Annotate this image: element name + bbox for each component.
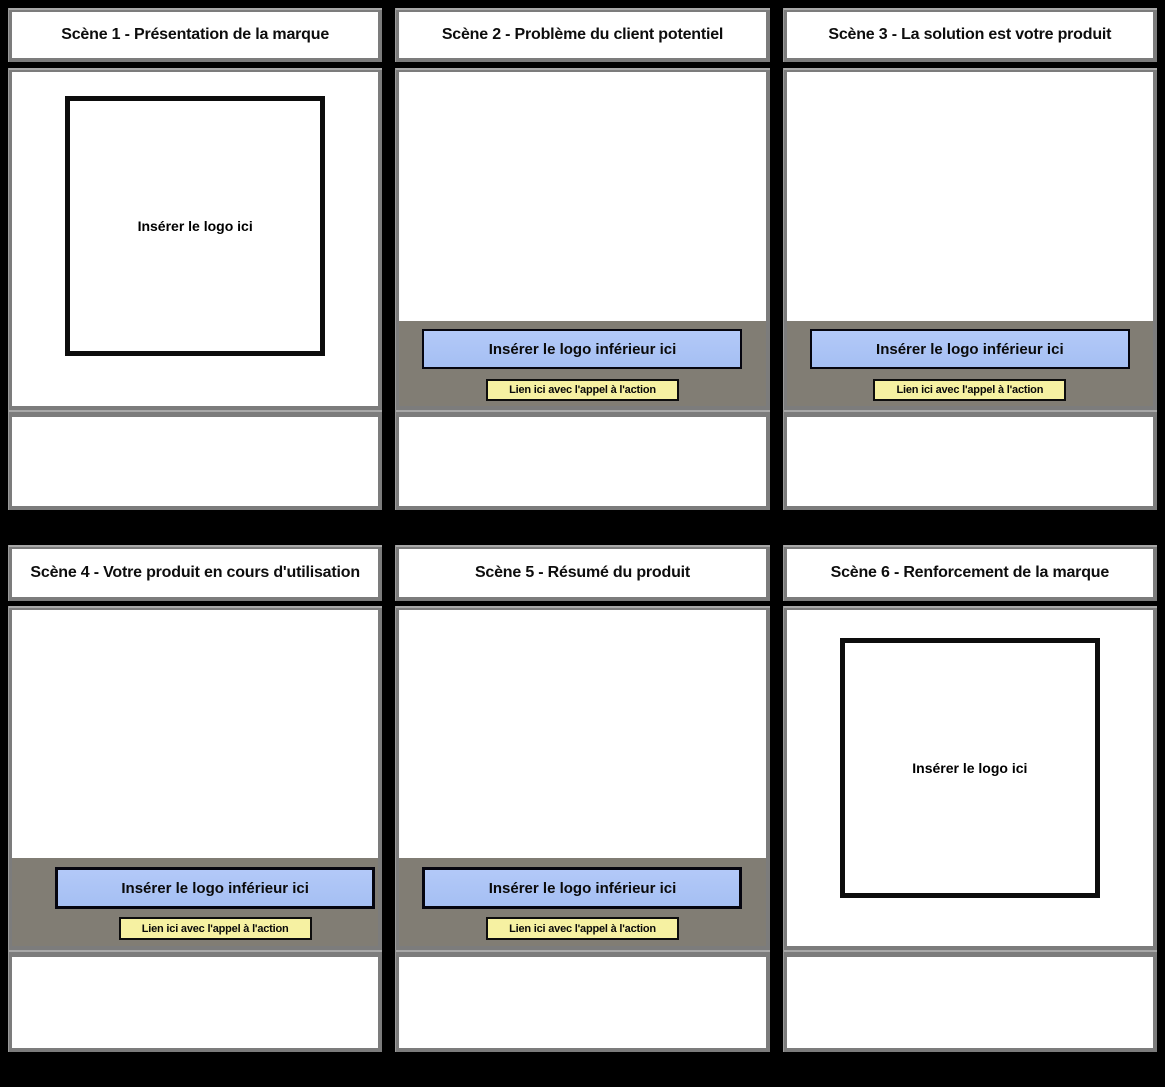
scene-3-panel: Scène 3 - La solution est votre produit … <box>782 8 1157 510</box>
scene-3-insert-lower-logo-button[interactable]: Insérer le logo inférieur ici <box>809 329 1130 369</box>
scene-5-description-text[interactable] <box>399 957 766 1048</box>
scene-5-description-box[interactable] <box>395 950 770 1052</box>
scene-5-canvas[interactable] <box>399 610 766 858</box>
scene-1-title-bar[interactable]: Scène 1 - Présentation de la marque <box>8 8 383 62</box>
scene-6-cell[interactable]: Insérer le logo ici <box>782 606 1157 950</box>
scene-4-footer-bar: Insérer le logo inférieur ici Lien ici a… <box>12 858 379 946</box>
scene-1-canvas[interactable]: Insérer le logo ici <box>12 72 379 406</box>
scene-4-description-text[interactable] <box>12 957 379 1048</box>
scene-6-title: Scène 6 - Renforcement de la marque <box>830 564 1110 581</box>
scene-4-description-box[interactable] <box>8 950 383 1052</box>
scene-4-cta-link-button[interactable]: Lien ici avec l'appel à l'action <box>118 917 312 940</box>
scene-6-title-bar[interactable]: Scène 6 - Renforcement de la marque <box>782 545 1157 601</box>
scene-3-cta-link-button[interactable]: Lien ici avec l'appel à l'action <box>873 379 1067 401</box>
scene-5-panel: Scène 5 - Résumé du produit Insérer le l… <box>395 545 770 1052</box>
scene-4-canvas[interactable] <box>12 610 379 858</box>
scene-1-description-box[interactable] <box>8 410 383 510</box>
scene-2-insert-lower-logo-button[interactable]: Insérer le logo inférieur ici <box>422 329 743 369</box>
scene-3-footer-bar: Insérer le logo inférieur ici Lien ici a… <box>786 321 1153 406</box>
scene-1-logo-placeholder-label: Insérer le logo ici <box>137 218 253 234</box>
scene-2-panel: Scène 2 - Problème du client potentiel I… <box>395 8 770 510</box>
scene-3-description-box[interactable] <box>782 410 1157 510</box>
scene-4-title-bar[interactable]: Scène 4 - Votre produit en cours d'utili… <box>8 545 383 601</box>
scene-5-cell[interactable]: Insérer le logo inférieur ici Lien ici a… <box>395 606 770 950</box>
scene-1-title: Scène 1 - Présentation de la marque <box>61 26 330 43</box>
scene-5-insert-lower-logo-button[interactable]: Insérer le logo inférieur ici <box>422 867 743 909</box>
scene-1-logo-placeholder-box[interactable]: Insérer le logo ici <box>65 96 326 356</box>
scene-2-description-box[interactable] <box>395 410 770 510</box>
scene-1-panel: Scène 1 - Présentation de la marque Insé… <box>8 8 383 510</box>
scene-3-canvas[interactable] <box>786 72 1153 321</box>
scene-6-canvas[interactable]: Insérer le logo ici <box>786 610 1153 946</box>
scene-2-title-bar[interactable]: Scène 2 - Problème du client potentiel <box>395 8 770 62</box>
scene-4-panel: Scène 4 - Votre produit en cours d'utili… <box>8 545 383 1052</box>
scene-2-description-text[interactable] <box>399 417 766 506</box>
scene-5-title: Scène 5 - Résumé du produit <box>474 564 691 581</box>
scene-2-cta-link-button[interactable]: Lien ici avec l'appel à l'action <box>485 379 679 401</box>
scene-5-title-bar[interactable]: Scène 5 - Résumé du produit <box>395 545 770 601</box>
scene-4-insert-lower-logo-button[interactable]: Insérer le logo inférieur ici <box>55 867 376 909</box>
scene-3-title: Scène 3 - La solution est votre produit <box>828 26 1112 43</box>
scene-5-cta-link-button[interactable]: Lien ici avec l'appel à l'action <box>485 917 679 940</box>
scene-6-description-text[interactable] <box>786 957 1153 1048</box>
scene-3-cell[interactable]: Insérer le logo inférieur ici Lien ici a… <box>782 68 1157 410</box>
scene-1-cell[interactable]: Insérer le logo ici <box>8 68 383 410</box>
scene-6-description-box[interactable] <box>782 950 1157 1052</box>
scene-1-description-text[interactable] <box>12 417 379 506</box>
scene-6-logo-placeholder-label: Insérer le logo ici <box>912 760 1028 776</box>
scene-3-description-text[interactable] <box>786 417 1153 506</box>
scene-2-canvas[interactable] <box>399 72 766 321</box>
scene-2-cell[interactable]: Insérer le logo inférieur ici Lien ici a… <box>395 68 770 410</box>
scene-6-panel: Scène 6 - Renforcement de la marque Insé… <box>782 545 1157 1052</box>
scene-2-footer-bar: Insérer le logo inférieur ici Lien ici a… <box>399 321 766 406</box>
scene-6-logo-placeholder-box[interactable]: Insérer le logo ici <box>839 638 1100 898</box>
scene-5-footer-bar: Insérer le logo inférieur ici Lien ici a… <box>399 858 766 946</box>
scene-4-cell[interactable]: Insérer le logo inférieur ici Lien ici a… <box>8 606 383 950</box>
scene-4-title: Scène 4 - Votre produit en cours d'utili… <box>30 564 360 581</box>
scene-2-title: Scène 2 - Problème du client potentiel <box>441 26 724 43</box>
scene-3-title-bar[interactable]: Scène 3 - La solution est votre produit <box>782 8 1157 62</box>
